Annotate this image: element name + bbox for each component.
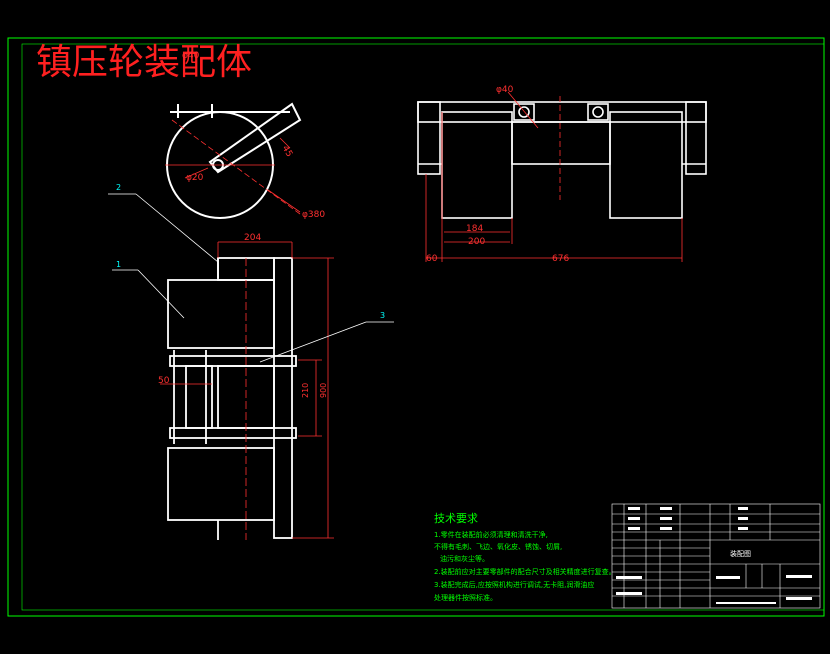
- dim-angle: 45: [280, 144, 294, 159]
- notes-line-4: 2.装配前应对主要零部件的配合尺寸及相关精度进行复查。: [434, 567, 616, 576]
- side-view: [166, 102, 302, 219]
- drawing-title: 镇压轮装配体: [36, 42, 252, 83]
- dim-d40-right: φ40: [496, 85, 514, 95]
- dim-210: 210: [301, 383, 310, 398]
- dim-d40-top: φ40: [182, 51, 200, 61]
- dim-184: 184: [466, 224, 483, 234]
- front-view: [167, 257, 297, 540]
- notes-heading: 技术要求: [434, 512, 478, 525]
- drawing-inner-border: [21, 43, 825, 611]
- dim-50: 50: [158, 376, 170, 386]
- notes-line-2: 不得有毛刺、飞边、氧化皮、锈蚀、切屑,: [434, 542, 562, 551]
- callout-3: 3: [380, 311, 385, 320]
- title-block-part-name: 装配图: [730, 549, 751, 558]
- notes-line-5: 3.装配完成后,应按照机构进行调试,无卡阻,润滑油应: [434, 580, 594, 589]
- dim-204: 204: [244, 233, 261, 243]
- dim-d380: φ380: [302, 210, 325, 220]
- notes-line-1: 1.零件在装配前必须清理和清洗干净,: [434, 530, 548, 539]
- lower-roller: [167, 447, 275, 521]
- left-roller: [441, 111, 513, 219]
- top-view: [417, 101, 707, 219]
- upper-roller: [167, 279, 275, 349]
- dim-900: 900: [319, 383, 328, 398]
- right-roller: [609, 111, 683, 219]
- title-block: [611, 503, 821, 609]
- callout-1: 1: [116, 260, 121, 269]
- drawing-border: [7, 37, 825, 617]
- dim-d20: φ20: [186, 173, 204, 183]
- notes-line-6: 处理器件按照标准。: [434, 593, 497, 602]
- dim-676: 676: [552, 254, 569, 264]
- notes-line-3: 油污和灰尘等。: [440, 554, 489, 563]
- dim-200: 200: [468, 237, 485, 247]
- dim-60: 60: [426, 254, 438, 264]
- callout-2: 2: [116, 183, 121, 192]
- inclined-arm: [208, 102, 302, 174]
